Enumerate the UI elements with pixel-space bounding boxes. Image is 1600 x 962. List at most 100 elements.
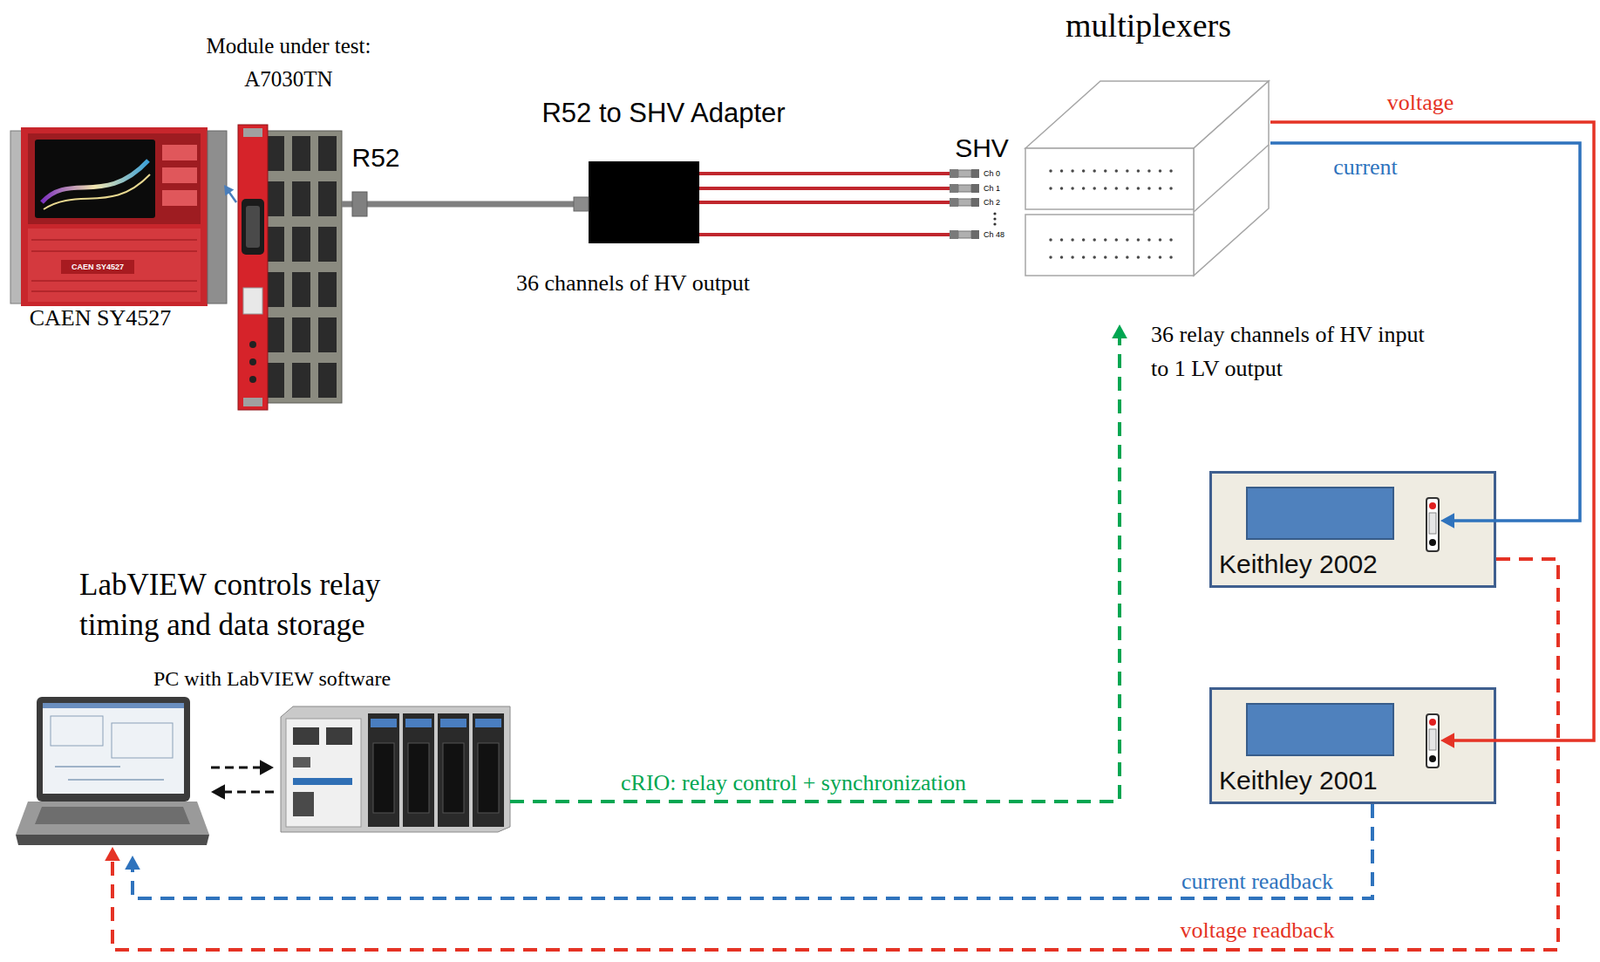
crio-illustration-part (442, 742, 464, 813)
multimeter-illustration (1211, 688, 1496, 804)
adapter-illustration-part (588, 161, 700, 244)
hv-cable-line (699, 186, 950, 191)
crio-illustration-part (402, 713, 435, 827)
channel-name: Ch 0 (983, 169, 1001, 179)
multimeter-illustration-part (1246, 487, 1394, 539)
r52-cable (341, 204, 589, 205)
laptop-illustration-part (34, 806, 191, 824)
crio-illustration-part (405, 718, 432, 728)
arrowhead (104, 846, 121, 861)
crate-illustration (10, 127, 227, 307)
shv-plug-part (958, 170, 972, 178)
crio-illustration-part (472, 713, 504, 827)
multiplexer-illustration-part (1025, 148, 1194, 210)
hv-module-illustration-part (249, 358, 257, 366)
multiplexer-illustration-part (1025, 214, 1194, 276)
crio-illustration-part (292, 727, 320, 745)
crio-box (280, 704, 511, 832)
crate-illustration-part (27, 228, 201, 302)
laptop-illustration-part (50, 715, 103, 746)
laptop-illustration-part (54, 766, 164, 780)
channel-name: Ch 48 (983, 230, 1005, 240)
arrowhead (211, 783, 225, 800)
voltage-wire (1270, 122, 1594, 749)
multimeter-illustration-part (1246, 703, 1394, 756)
crate-illustration-part (61, 259, 135, 274)
edge-label: current readback (1181, 867, 1334, 895)
laptop-illustration-part (36, 696, 191, 802)
node-text: R52 to SHV Adapter (541, 96, 785, 130)
shv-plug-part (949, 197, 959, 207)
hv-module-illustration-part (261, 130, 342, 403)
crate-illustration-part (20, 127, 208, 307)
crio-illustration-part (280, 706, 511, 832)
multimeter-illustration-part (1429, 718, 1437, 726)
data-link-arrow-line (222, 790, 274, 794)
ellipsis-dots-part (993, 222, 996, 225)
indicator-arrow (224, 184, 237, 203)
current-readback-line-line (132, 803, 1373, 899)
laptop-illustration-part (15, 834, 210, 845)
node-text: PC with LabVIEW software (153, 666, 391, 692)
data-link-arrow (211, 783, 274, 800)
crate-illustration-part (162, 167, 198, 184)
multimeter-illustration-part (1429, 512, 1437, 534)
shv-plug-part (971, 197, 980, 207)
multimeter-box: Keithley 2001 (1209, 687, 1497, 804)
crio-illustration-part (408, 742, 429, 813)
multiplexer-illustration-part (1193, 144, 1269, 212)
hv-cable-line (699, 171, 950, 176)
shv-plug-part (971, 183, 980, 193)
laptop-illustration-part (42, 702, 184, 794)
note: 36 channels of HV output (516, 269, 750, 297)
node-text: Keithley 2001 (1218, 764, 1378, 797)
laptop-illustration-part (111, 722, 173, 758)
crio-illustration-part (370, 718, 397, 728)
multimeter-illustration-part (1429, 538, 1437, 546)
crio-illustration-part (292, 756, 311, 768)
crio-illustration (280, 706, 511, 832)
shv-plug-part (949, 169, 959, 178)
panel-marking: CAEN SY4527 (71, 262, 124, 273)
multiplexer-illustration-part (1050, 170, 1173, 258)
edge-label: voltage (1387, 88, 1455, 116)
edge-label: current (1333, 153, 1398, 181)
arrowhead (259, 759, 274, 776)
crate-illustration-part (34, 139, 156, 218)
crio-illustration-part (292, 791, 314, 817)
crio-illustration-part (475, 718, 502, 728)
multiplexer-illustration (1025, 81, 1269, 276)
note: LabVIEW controls relay timing and data s… (79, 565, 455, 646)
multiplexer-box: multiplexers (1023, 79, 1271, 278)
r52-plug-part (352, 191, 368, 217)
arrowhead (1440, 512, 1455, 529)
multimeter-illustration-part (1211, 472, 1496, 587)
shv-plug-part (971, 230, 980, 239)
adapter-box: R52 to SHV Adapter (588, 161, 700, 244)
crate-box: CAEN SY4527 (10, 127, 227, 307)
hv-module-illustration-part (241, 198, 265, 255)
r52-cable-line (341, 201, 589, 208)
shv-plug-part (958, 231, 972, 239)
shv-plug (949, 169, 980, 239)
crate-illustration-part (31, 239, 198, 292)
arrowhead (224, 184, 234, 196)
adapter-illustration (588, 161, 700, 244)
hv-module-illustration-part (243, 287, 263, 314)
hv-module-illustration-part (243, 397, 263, 407)
laptop-box: PC with LabVIEW software (15, 696, 210, 845)
crio-illustration-part (292, 777, 353, 785)
r52-plug (352, 191, 589, 217)
hv-module-illustration (238, 124, 342, 410)
hv-cable (699, 173, 950, 235)
edge-label: cRIO: relay control + synchronization (620, 769, 967, 797)
multimeter-illustration-part (1426, 714, 1439, 768)
node-text: Keithley 2002 (1218, 548, 1378, 580)
multimeter-illustration (1211, 472, 1496, 587)
multimeter-illustration-part (1429, 728, 1437, 750)
hv-module-illustration-part (243, 128, 263, 137)
